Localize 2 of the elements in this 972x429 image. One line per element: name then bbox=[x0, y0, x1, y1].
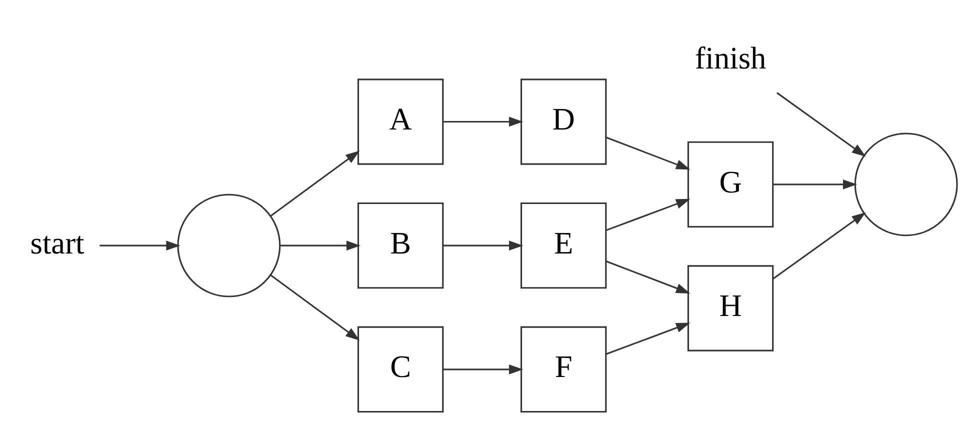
node-text: finish bbox=[694, 40, 766, 75]
node-text: start bbox=[30, 224, 84, 260]
